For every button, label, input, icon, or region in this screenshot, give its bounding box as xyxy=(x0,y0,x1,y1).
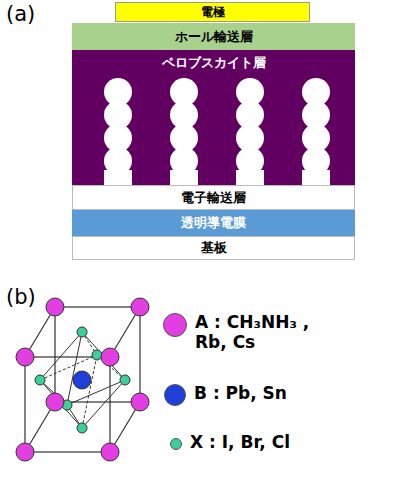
legend-entry: A : CH₃NH₃ , Rb, Cs xyxy=(163,313,325,352)
legend-text: B : Pb, Sn xyxy=(194,384,287,404)
layer-label: 透明導電膜 xyxy=(181,214,246,232)
legend-text: X : I, Br, Cl xyxy=(190,433,290,453)
layer-label: 電子輸送層 xyxy=(181,189,246,207)
hole-transport-layer: ホール輸送層 xyxy=(72,23,355,50)
octahedron-edges xyxy=(40,332,125,428)
transparent-conductive-film: 透明導電膜 xyxy=(72,210,355,236)
substrate-layer: 基板 xyxy=(72,236,355,260)
legend-swatch xyxy=(163,313,187,337)
pore-illustration xyxy=(72,50,355,185)
pore xyxy=(104,170,132,185)
legend-entry: X : I, Br, Cl xyxy=(170,433,290,453)
a-site-atoms xyxy=(16,298,149,461)
panel-label: (a) xyxy=(6,2,35,26)
b-site-atom xyxy=(73,371,91,389)
layer-label: 電極 xyxy=(201,4,225,21)
legend-text: A : CH₃NH₃ , Rb, Cs xyxy=(195,313,325,352)
layer-label: ペロブスカイト層 xyxy=(162,54,266,72)
pore xyxy=(302,170,330,185)
cube-edges xyxy=(25,307,140,452)
electron-transport-layer: 電子輸送層 xyxy=(72,185,355,210)
legend-swatch xyxy=(164,384,186,406)
pore xyxy=(170,170,198,185)
pore xyxy=(236,170,264,185)
perovskite-layer: ペロブスカイト層 xyxy=(72,50,355,185)
panel-label: (b) xyxy=(6,285,36,309)
legend-swatch xyxy=(170,438,182,450)
x-site-atoms xyxy=(35,327,130,433)
legend-entry: B : Pb, Sn xyxy=(164,384,287,406)
layer-label: 基板 xyxy=(201,239,227,257)
layer-label: ホール輸送層 xyxy=(175,28,253,46)
electrode-layer: 電極 xyxy=(115,2,310,22)
